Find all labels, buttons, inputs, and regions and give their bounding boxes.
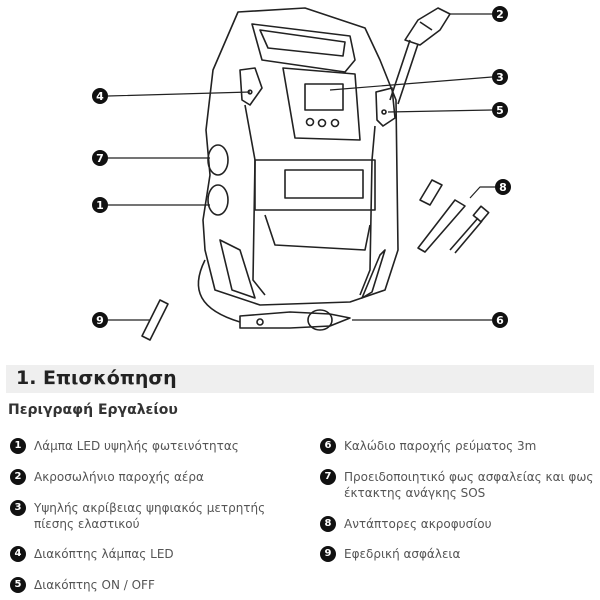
air-hose	[389, 39, 411, 101]
svg-text:6: 6	[496, 314, 504, 327]
section-title: 1. Επισκόπηση	[16, 367, 177, 389]
car-plug	[239, 311, 351, 329]
number-badge: 7	[320, 469, 336, 485]
item-label: Διακόπτης ON / OFF	[34, 578, 155, 592]
lcd-screen	[304, 83, 344, 111]
item-label: Διακόπτης λάμπας LED	[34, 547, 174, 561]
svg-text:1: 1	[96, 199, 104, 212]
number-badge: 9	[320, 546, 336, 562]
subtitle: Περιγραφή Εργαλείου	[8, 402, 178, 418]
spare-fuse	[141, 299, 169, 341]
item-label: Λάμπα LED υψηλής φωτεινότητας	[34, 439, 239, 453]
number-badge: 4	[10, 546, 26, 562]
item-label: Αντάπτορες ακροφυσίου	[344, 517, 492, 531]
svg-text:7: 7	[96, 152, 104, 165]
list-item: 2 Ακροσωλήνιο παροχής αέρα	[10, 469, 284, 485]
number-badge: 2	[10, 469, 26, 485]
number-badge: 1	[10, 438, 26, 454]
svg-text:5: 5	[496, 104, 504, 117]
item-label: Προειδοποιητικό φως ασφαλείας και φως έκ…	[344, 470, 594, 500]
list-item: 7 Προειδοποιητικό φως ασφαλείας και φως έ…	[320, 469, 594, 501]
callouts: 4 7 1 9 2 3 5 8 6	[92, 6, 511, 328]
list-item: 5 Διακόπτης ON / OFF	[10, 577, 284, 593]
number-badge: 5	[10, 577, 26, 593]
callout-3: 3	[492, 69, 508, 85]
compressor-body	[202, 7, 399, 306]
callout-5: 5	[492, 102, 508, 118]
svg-text:8: 8	[499, 181, 507, 194]
button-icon	[305, 117, 315, 127]
callout-2: 2	[492, 6, 508, 22]
item-label: Καλώδιο παροχής ρεύματος 3m	[344, 439, 537, 453]
svg-text:4: 4	[96, 90, 104, 103]
svg-text:9: 9	[96, 314, 104, 327]
svg-text:3: 3	[496, 71, 504, 84]
led-lamp	[207, 184, 229, 216]
item-label: Εφεδρική ασφάλεια	[344, 547, 461, 561]
number-badge: 3	[10, 500, 26, 516]
product-diagram: 4 7 1 9 2 3 5 8 6	[92, 6, 511, 341]
callout-1: 1	[92, 197, 108, 213]
list-item: 8 Αντάπτορες ακροφυσίου	[320, 516, 594, 532]
sos-light	[207, 144, 229, 176]
item-label: Υψηλής ακρίβειας ψηφιακός μετρητής πίεση…	[34, 501, 266, 531]
callout-9: 9	[92, 312, 108, 328]
callout-8: 8	[495, 179, 511, 195]
nozzle-adapter	[419, 179, 443, 206]
svg-text:2: 2	[496, 8, 504, 21]
display-panel	[282, 67, 361, 141]
section-header: 1. Επισκόπηση	[6, 365, 594, 393]
list-item: 9 Εφεδρική ασφάλεια	[320, 546, 594, 562]
callout-6: 6	[492, 312, 508, 328]
list-item: 3 Υψηλής ακρίβειας ψηφιακός μετρητής πίεσ…	[10, 500, 284, 532]
list-item: 1 Λάμπα LED υψηλής φωτεινότητας	[10, 438, 284, 454]
number-badge: 6	[320, 438, 336, 454]
list-item: 6 Καλώδιο παροχής ρεύματος 3m	[320, 438, 594, 454]
list-item: 4 Διακόπτης λάμπας LED	[10, 546, 284, 562]
strap	[254, 159, 376, 211]
number-badge: 8	[320, 516, 336, 532]
item-label: Ακροσωλήνιο παροχής αέρα	[34, 470, 204, 484]
callout-7: 7	[92, 150, 108, 166]
power-cable	[197, 259, 241, 323]
power-switch	[375, 87, 396, 127]
led-switch	[239, 67, 263, 106]
callout-4: 4	[92, 88, 108, 104]
